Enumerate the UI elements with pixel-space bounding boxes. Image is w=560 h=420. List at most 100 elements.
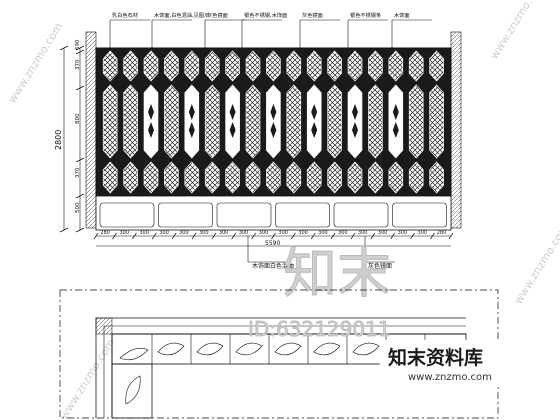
plan-bench-return (111, 363, 153, 419)
width-segment-label: 300 (298, 230, 308, 236)
callout-group: 乳白色石材木饰面,白色混油,见图示灰色镜面银色不锈钢,木饰面灰色镜面银色不锈钢条… (109, 11, 432, 48)
width-segment-label: 300 (358, 230, 368, 236)
dim-tick (75, 85, 85, 91)
dim-tick (211, 232, 217, 240)
lattice-cell-middle (123, 84, 138, 159)
dim-tick (171, 232, 177, 240)
lattice-cells (102, 50, 444, 194)
lattice-cell-bottom (347, 161, 363, 194)
lattice-cell-top (306, 50, 322, 82)
dim-tick (75, 227, 85, 233)
bench-cushion (333, 202, 389, 228)
dim-tick (75, 193, 85, 199)
callout-label: 木饰面,白色混油,见图示 (154, 11, 209, 19)
lattice-cell-middle (306, 84, 322, 159)
height-segment-label: 690 (75, 39, 81, 50)
width-segment-label: 300 (199, 230, 209, 236)
lattice-cell-top (184, 50, 200, 82)
bench-base (95, 195, 452, 231)
lattice-cell-middle (429, 84, 444, 159)
lattice-ornament (352, 104, 358, 138)
watermark-id: ID:632129011 (248, 317, 391, 341)
bottom-note-2: 灰色镜面 (368, 262, 392, 270)
left-wall-section (85, 31, 97, 229)
lattice-cell-middle (388, 84, 404, 159)
dim-tick (59, 227, 69, 233)
width-segment-label: 300 (338, 230, 348, 236)
lattice-cell-middle (204, 84, 220, 159)
lattice-cell-bottom (245, 161, 261, 194)
lattice-cell-bottom (429, 161, 444, 194)
lattice-cell-bottom (388, 161, 404, 194)
lattice-cell-top (347, 50, 363, 82)
lattice-cell-middle (286, 84, 302, 159)
dim-tick (112, 232, 117, 240)
dim-tick (291, 232, 296, 240)
width-segment-label: 300 (418, 230, 428, 236)
bench-cushion (216, 202, 272, 228)
lattice-cell-bottom (286, 161, 302, 194)
lattice-cell-top (327, 50, 342, 82)
height-segment-label: 370 (75, 167, 81, 178)
dim-tick (271, 232, 276, 240)
bottom-notes: 木饰面白色混油 灰色镜面 (247, 236, 395, 270)
plan-leaf (274, 342, 302, 356)
dim-tick (75, 45, 85, 51)
watermark-diag-left: www.znzmo.com (6, 20, 66, 105)
lattice-cell-bottom (306, 161, 322, 194)
lattice-cell-middle (164, 84, 179, 159)
lattice-cell-middle (368, 84, 383, 159)
dim-tick (75, 157, 85, 163)
brand-site-text: www.znzmo.com (408, 372, 492, 383)
lattice-cell-bottom (225, 161, 240, 194)
lattice-cell-middle (266, 84, 281, 159)
height-total-label: 2800 (54, 130, 63, 150)
plan-leaf (352, 342, 380, 356)
dim-tick (75, 49, 85, 55)
width-total-label: 5590 (265, 240, 280, 247)
callout-label: 乳白色石材 (112, 11, 138, 19)
lattice-ornament (392, 104, 399, 138)
lattice-cell-middle (143, 84, 159, 159)
lattice-cell-middle (102, 84, 118, 159)
lattice-cell-top (102, 50, 118, 82)
height-segment-label: 500 (75, 202, 81, 213)
dim-tick (132, 232, 137, 240)
plan-leaf (196, 342, 224, 356)
lattice-cell-bottom (368, 161, 383, 194)
callout-label: 银色不锈钢条 (350, 11, 381, 19)
lattice-cell-middle (327, 84, 342, 159)
watermark-brand-large: 知末 (283, 242, 391, 305)
callout-label: 灰色镜面 (302, 11, 323, 19)
lattice-cell-bottom (327, 161, 342, 194)
brand-cn-text: 知末资料库 (388, 346, 483, 369)
plan-leaf (119, 347, 149, 361)
width-segment-label: 300 (219, 230, 229, 236)
lattice-cell-top (164, 50, 179, 82)
plan-leaf (313, 342, 341, 356)
lattice-cell-bottom (184, 161, 200, 194)
lattice-cell-bottom (123, 161, 138, 194)
lattice-cell-middle (347, 84, 363, 159)
width-segment-label: 300 (278, 230, 288, 236)
width-segment-label: 300 (179, 230, 189, 236)
lattice-cell-top (388, 50, 404, 82)
lattice-cell-top (143, 50, 159, 82)
width-segment-label: 300 (259, 230, 269, 236)
width-segment-label: 300 (318, 230, 328, 236)
lattice-cell-top (245, 50, 261, 82)
bench-cushion (392, 202, 447, 228)
width-segment-label: 280 (437, 230, 447, 236)
bench-cushion (99, 202, 155, 228)
dim-tick (310, 232, 316, 240)
width-segment-label: 300 (139, 230, 149, 236)
lattice-cell-top (408, 50, 424, 82)
bottom-note-1: 木饰面白色混油 (252, 262, 294, 270)
height-segment-label: 800 (75, 113, 81, 124)
lattice-cell-bottom (204, 161, 220, 194)
callout-label: 木饰面 (394, 11, 410, 19)
lattice-cell-middle (408, 84, 424, 159)
width-segment-label: 300 (159, 230, 169, 236)
